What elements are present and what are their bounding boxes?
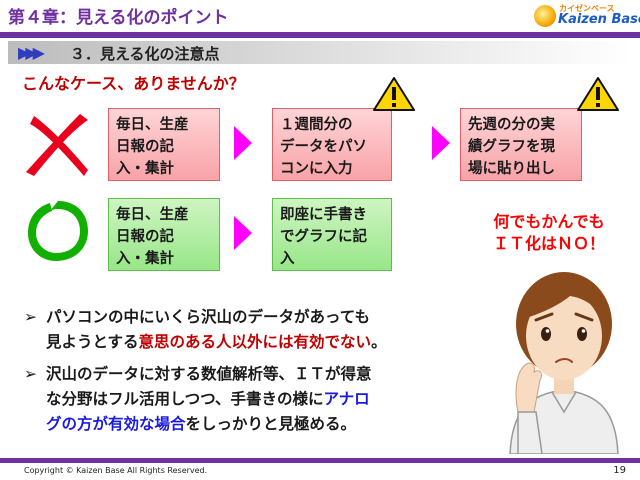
slogan: 何でもかんでも ＩＴ化はＮＯ！ (470, 211, 628, 255)
section-bar: ▶▶▶ ３．見える化の注意点 (8, 41, 632, 64)
bullet-text: 。 (371, 333, 387, 351)
bullet-text: をしっかりと見極める。 (185, 415, 357, 433)
box-line: 績グラフを現 (468, 139, 555, 155)
bullet-marker-icon: ➢ (24, 308, 37, 326)
box-line: １週間分の (280, 117, 353, 133)
header-rule (0, 32, 640, 38)
box-line: 毎日、生産 (116, 117, 189, 133)
box-line: 場に貼り出し (468, 161, 555, 177)
emphasis-blue: グの方が有効な場合 (46, 415, 186, 433)
bad-flow-step-2: １週間分の データをパソ コンに入力 (272, 108, 392, 181)
arrow-right-icon (234, 216, 252, 250)
box-line: 日報の記 (116, 139, 174, 155)
bad-flow-step-1: 毎日、生産 日報の記 入・集計 (108, 108, 220, 181)
arrow-right-icon (234, 126, 252, 160)
slogan-line-1: 何でもかんでも (493, 212, 605, 231)
chapter-title: 第４章：見える化のポイント (8, 8, 229, 28)
bullet-1-line-2: 見ようとする意思のある人以外には有効でない。 (46, 330, 387, 355)
warning-icon (577, 77, 619, 111)
slogan-line-2: ＩＴ化はＮＯ！ (492, 234, 605, 253)
kaizen-base-logo: カイゼンベース Kaizen Base (534, 3, 640, 31)
good-flow-step-2: 即座に手書き でグラフに記 入 (272, 198, 392, 271)
logo-small-text: カイゼンベース (559, 4, 615, 13)
emphasis-blue: アナロ (323, 390, 370, 408)
box-line: 入・集計 (116, 161, 174, 177)
bullet-2-line-3: グの方が有効な場合をしっかりと見極める。 (46, 412, 356, 437)
o-mark-icon (28, 201, 88, 261)
box-line: データをパソ (280, 139, 367, 155)
copyright-text: Copyright © Kaizen Base All Rights Reser… (24, 466, 208, 475)
box-line: 先週の分の実 (468, 117, 555, 133)
bullet-text: 見ようとする (46, 333, 139, 351)
bullet-text: な分野はフル活用しつつ、手書きの様に (46, 390, 324, 408)
warning-icon (373, 77, 415, 111)
bullet-2-line-2: な分野はフル活用しつつ、手書きの様にアナロ (46, 387, 370, 412)
logo-main-text: Kaizen Base (558, 12, 640, 27)
question-text: こんなケース、ありませんか？ (22, 74, 245, 93)
box-line: 入・集計 (116, 251, 174, 267)
box-line: 日報の記 (116, 229, 174, 245)
x-mark-icon (26, 114, 88, 176)
box-line: でグラフに記 (280, 229, 367, 245)
emphasis-red: 意思のある人以外には有効でない (138, 333, 372, 351)
bullet-1-line-1: パソコンの中にいくら沢山のデータがあっても (46, 308, 370, 326)
box-line: コンに入力 (280, 161, 353, 177)
box-line: 入 (280, 251, 295, 267)
box-line: 即座に手書き (280, 207, 367, 223)
logo-sun-icon (534, 5, 556, 27)
person-illustration (509, 272, 619, 454)
box-line: 毎日、生産 (116, 207, 189, 223)
bad-flow-step-3: 先週の分の実 績グラフを現 場に貼り出し (460, 108, 582, 181)
section-title: ３．見える化の注意点 (70, 45, 220, 63)
footer-rule (0, 458, 640, 463)
arrow-right-icon (432, 126, 450, 160)
good-flow-step-1: 毎日、生産 日報の記 入・集計 (108, 198, 220, 271)
page-number: 19 (613, 465, 626, 476)
section-arrows-icon: ▶▶▶ (18, 43, 45, 62)
bullet-2-line-1: 沢山のデータに対する数値解析等、ＩＴが得意 (46, 365, 372, 383)
bullet-marker-icon: ➢ (24, 365, 37, 383)
